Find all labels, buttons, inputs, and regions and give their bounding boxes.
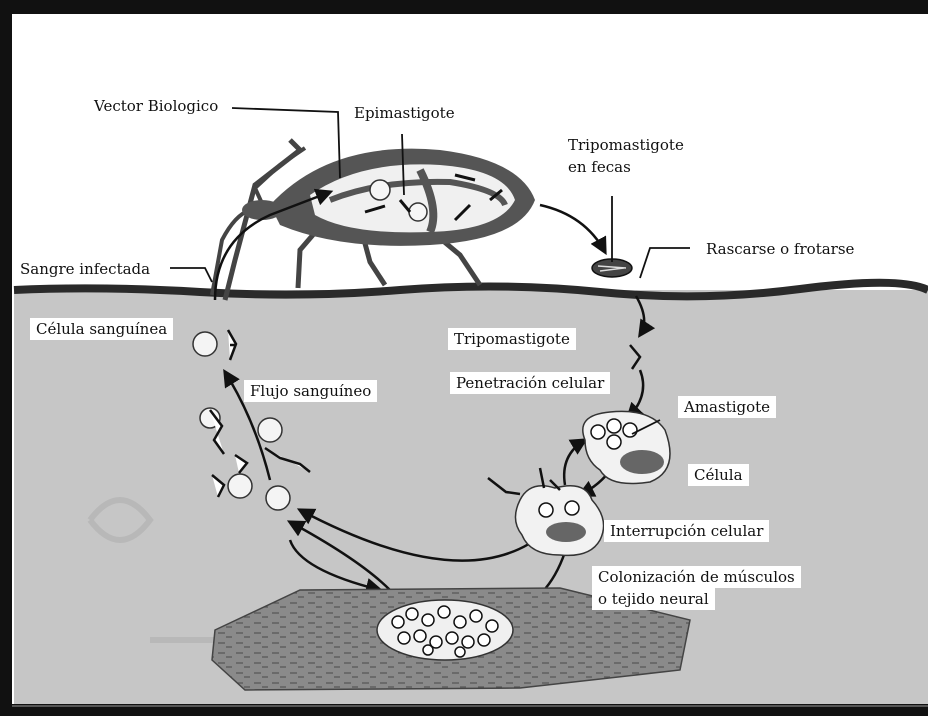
label-tripomastigote-fecas-2: en fecas [562, 156, 637, 178]
label-colonizacion-1: Colonización de músculos [592, 566, 801, 588]
label-rascarse: Rascarse o frotarse [700, 238, 860, 260]
label-amastigote: Amastigote [678, 396, 776, 418]
label-penetracion-celular: Penetración celular [450, 372, 610, 394]
label-interrupcion-celular: Interrupción celular [604, 520, 769, 542]
label-celula: Célula [688, 464, 749, 486]
label-flujo-sanguineo: Flujo sanguíneo [244, 380, 377, 402]
label-epimastigote: Epimastigote [348, 102, 461, 124]
label-colonizacion-2: o tejido neural [592, 588, 715, 610]
label-tripomastigote: Tripomastigote [448, 328, 576, 350]
label-celula-sanguinea: Célula sanguínea [30, 318, 173, 340]
label-tripomastigote-fecas-1: Tripomastigote [562, 134, 690, 156]
label-sangre-infectada: Sangre infectada [14, 258, 156, 280]
label-vector: Vector Biologico [88, 95, 224, 117]
